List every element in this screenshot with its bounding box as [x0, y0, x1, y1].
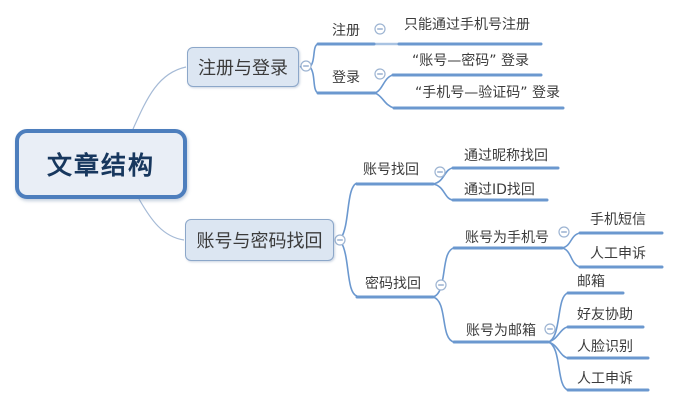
leaf-register-phone-only[interactable]: 只能通过手机号注册	[404, 17, 530, 33]
leaf-manual-appeal-phone[interactable]: 人工申诉	[590, 246, 646, 262]
leaf-email[interactable]: 邮箱	[577, 274, 605, 290]
topic-node-account-password-recovery[interactable]: 账号与密码找回	[185, 219, 334, 261]
collapse-icon[interactable]	[300, 60, 312, 72]
collapse-icon[interactable]	[435, 279, 447, 291]
leaf-friend-assist[interactable]: 好友协助	[577, 307, 633, 323]
root-node[interactable]: 文章结构	[15, 129, 187, 199]
leaf-recover-by-nickname[interactable]: 通过昵称找回	[464, 148, 548, 164]
subtopic-password-recovery[interactable]: 密码找回	[365, 276, 421, 292]
collapse-icon[interactable]	[544, 323, 556, 335]
leaf-login-account-password[interactable]: “账号—密码” 登录	[412, 53, 529, 69]
branch-brackets	[299, 43, 581, 391]
leaf-login-phone-code[interactable]: “手机号—验证码” 登录	[415, 85, 560, 101]
topic-node-registration-login[interactable]: 注册与登录	[187, 47, 299, 87]
collapse-buttons	[300, 23, 570, 335]
collapse-icon[interactable]	[374, 68, 386, 80]
collapse-icon[interactable]	[434, 166, 446, 178]
subtopic-account-recovery[interactable]: 账号找回	[363, 162, 419, 178]
collapse-icon[interactable]	[374, 23, 386, 35]
topic-underlines	[316, 42, 664, 392]
subtopic-account-is-email[interactable]: 账号为邮箱	[466, 323, 536, 339]
leaf-recover-by-id[interactable]: 通过ID找回	[464, 182, 535, 198]
subtopic-login[interactable]: 登录	[332, 70, 360, 86]
leaf-face-recognition[interactable]: 人脸识别	[577, 339, 633, 355]
root-branch-curves	[132, 66, 187, 241]
collapse-icon[interactable]	[334, 234, 346, 246]
subtopic-register[interactable]: 注册	[332, 23, 360, 39]
leaf-manual-appeal-email[interactable]: 人工申诉	[577, 371, 633, 387]
collapse-icon[interactable]	[558, 226, 570, 238]
leaf-sms[interactable]: 手机短信	[590, 212, 646, 228]
subtopic-account-is-phone[interactable]: 账号为手机号	[465, 230, 549, 246]
